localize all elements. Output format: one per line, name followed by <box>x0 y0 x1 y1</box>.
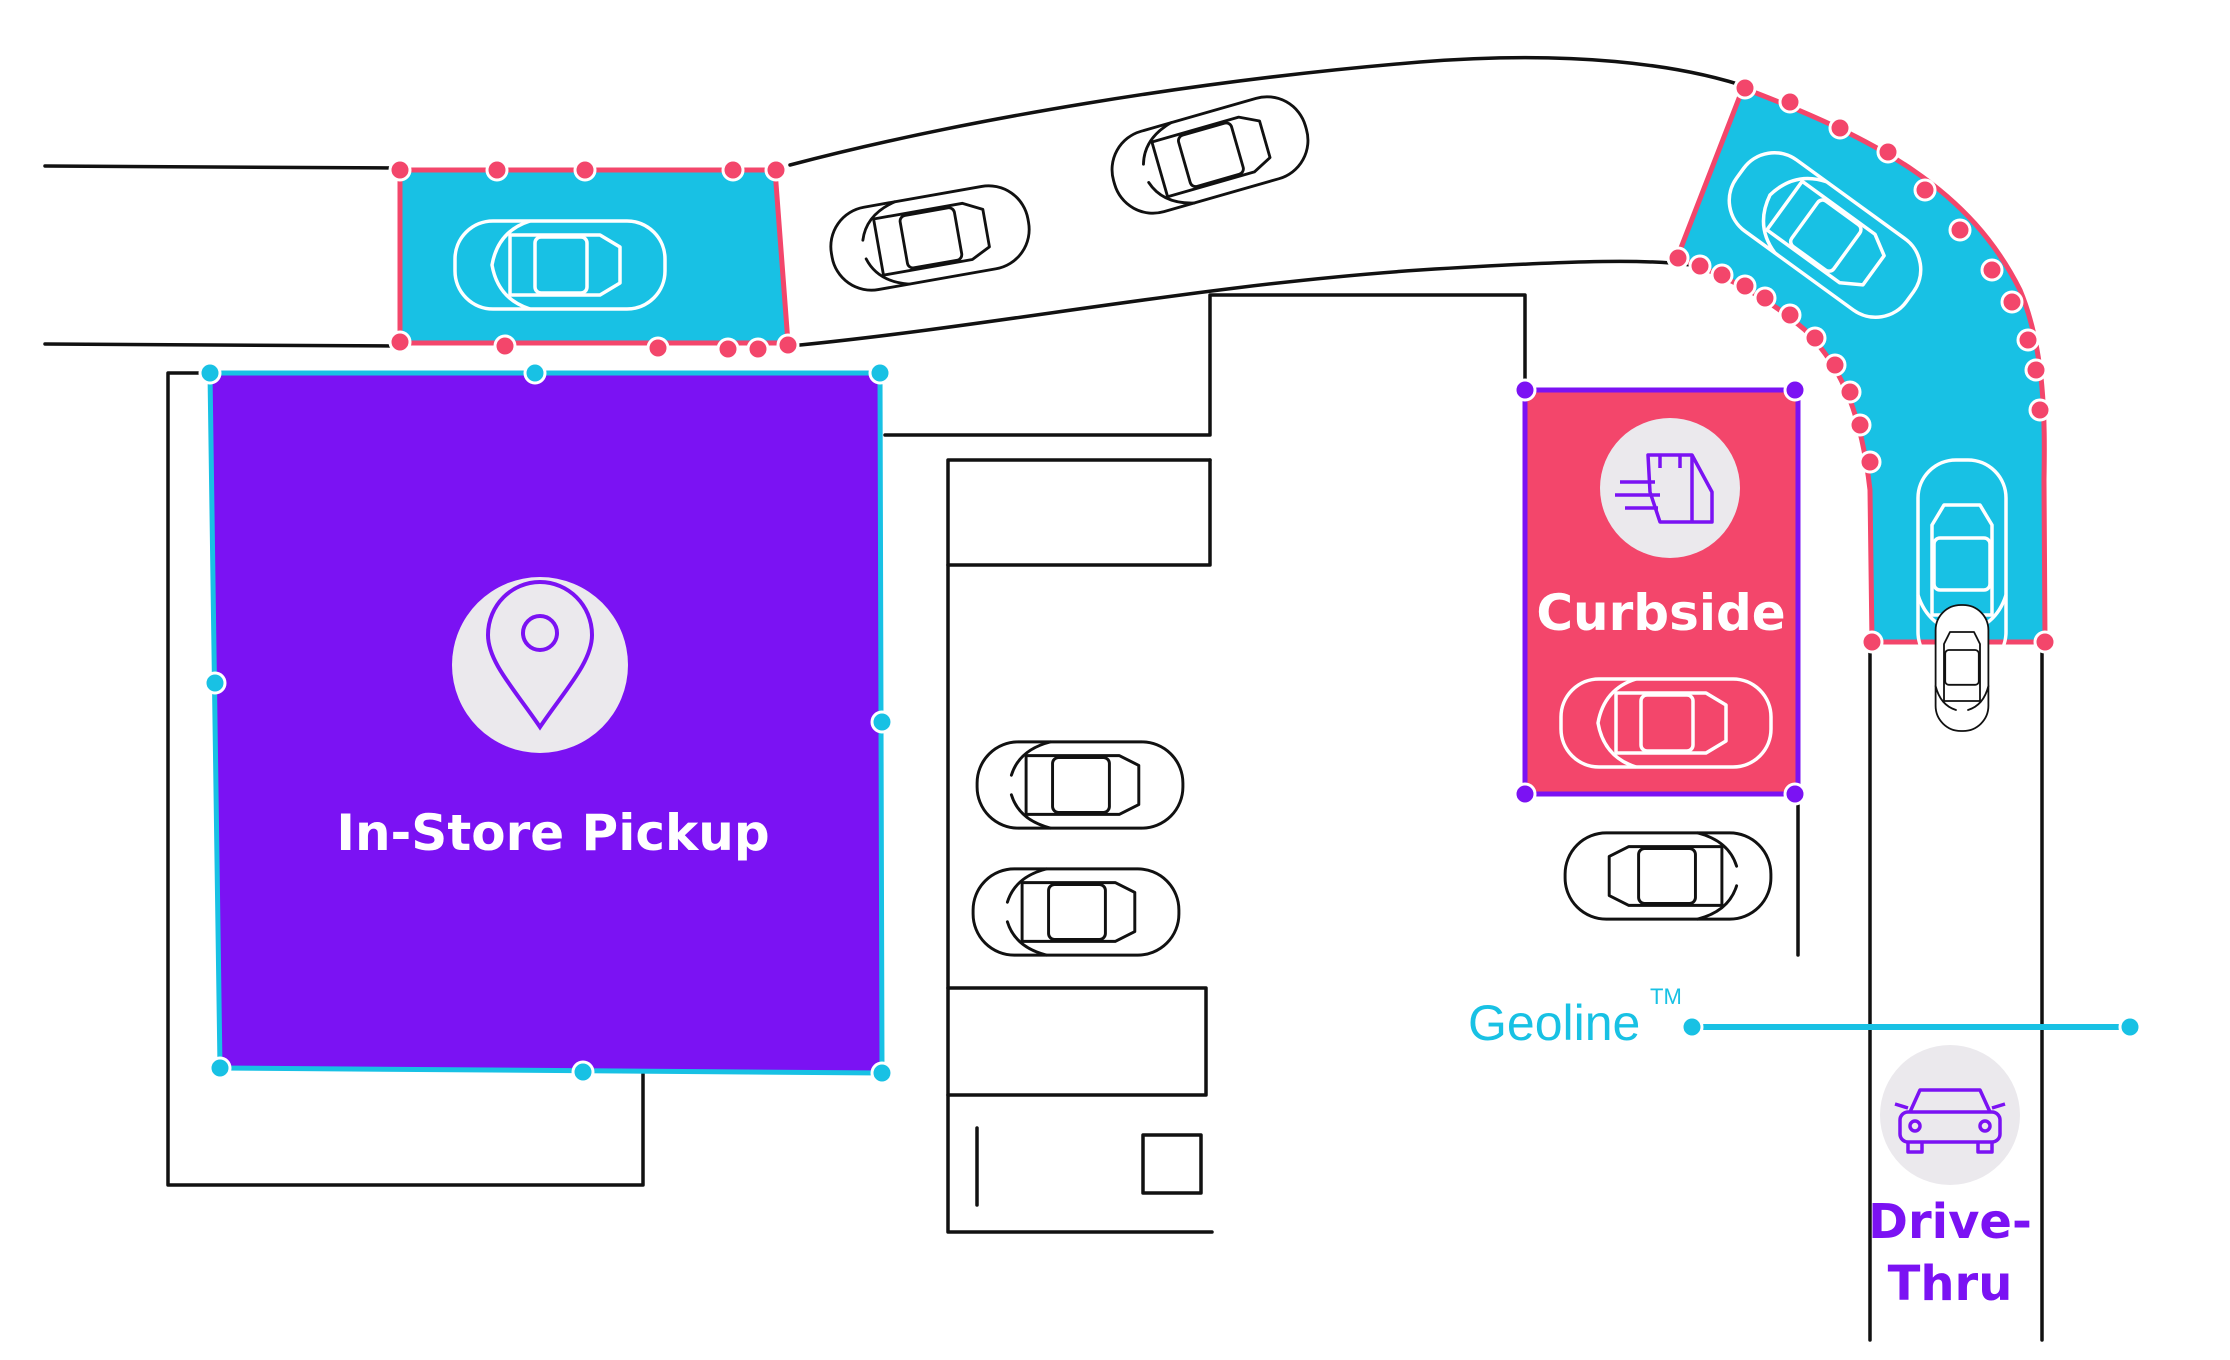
bag-delivery-icon-circle <box>1600 418 1740 558</box>
map-pin-icon <box>485 579 595 731</box>
parking-divider-bottom <box>946 986 1208 1097</box>
store-building-outline <box>166 371 645 1187</box>
entry-lane-vertices <box>388 158 800 361</box>
parking-row-outline <box>946 458 1214 1234</box>
road <box>43 55 2044 1342</box>
curbside-zone: Curbside <box>1513 378 1807 806</box>
in-store-vertices <box>198 361 894 1085</box>
curve-lane-vertices <box>1666 76 2057 654</box>
geoline-start-point <box>1680 1015 1704 1039</box>
parking-divider-top <box>946 458 1212 567</box>
curbside-vertices <box>1513 378 1807 806</box>
geoline-end-point <box>2118 1015 2142 1039</box>
geoline-trademark: TM <box>1650 984 1682 1009</box>
road-bottom-edge <box>798 259 1692 347</box>
drive-thru-zone: Drive- Thru <box>1868 1045 2032 1312</box>
road-top-edge-left <box>43 164 397 170</box>
parked-car-1 <box>975 740 1185 830</box>
in-store-pickup-label: In-Store Pickup <box>336 804 769 862</box>
parking-box <box>1141 1133 1203 1195</box>
geoline-label: Geoline <box>1468 995 1640 1051</box>
curbside-label: Curbside <box>1536 584 1785 642</box>
map-pin-icon-circle <box>452 577 628 753</box>
entry-lane-zone <box>388 158 800 361</box>
car-icon-circle <box>1880 1045 2020 1185</box>
curve-lane-zone <box>1666 76 2057 672</box>
road-car-2 <box>1101 85 1319 225</box>
geoline: Geoline TM <box>1468 984 2142 1051</box>
drive-thru-label-line2: Thru <box>1888 1256 2013 1312</box>
in-store-pickup-zone: In-Store Pickup <box>198 361 894 1085</box>
entry-lane-area <box>397 167 791 346</box>
road-top-edge <box>788 55 1752 167</box>
bag-delivery-icon <box>1615 453 1714 524</box>
parked-car-3 <box>1563 831 1773 921</box>
road-bottom-edge-left <box>43 342 397 348</box>
building-outlines <box>166 293 1800 1234</box>
road-car-1 <box>823 178 1037 298</box>
drive-thru-label-line1: Drive- <box>1868 1194 2032 1250</box>
parked-car-2 <box>971 867 1181 957</box>
car-icon <box>1894 1088 2006 1154</box>
drive-thru-queue-car <box>1934 604 1990 732</box>
center-building-outline <box>883 293 1527 437</box>
